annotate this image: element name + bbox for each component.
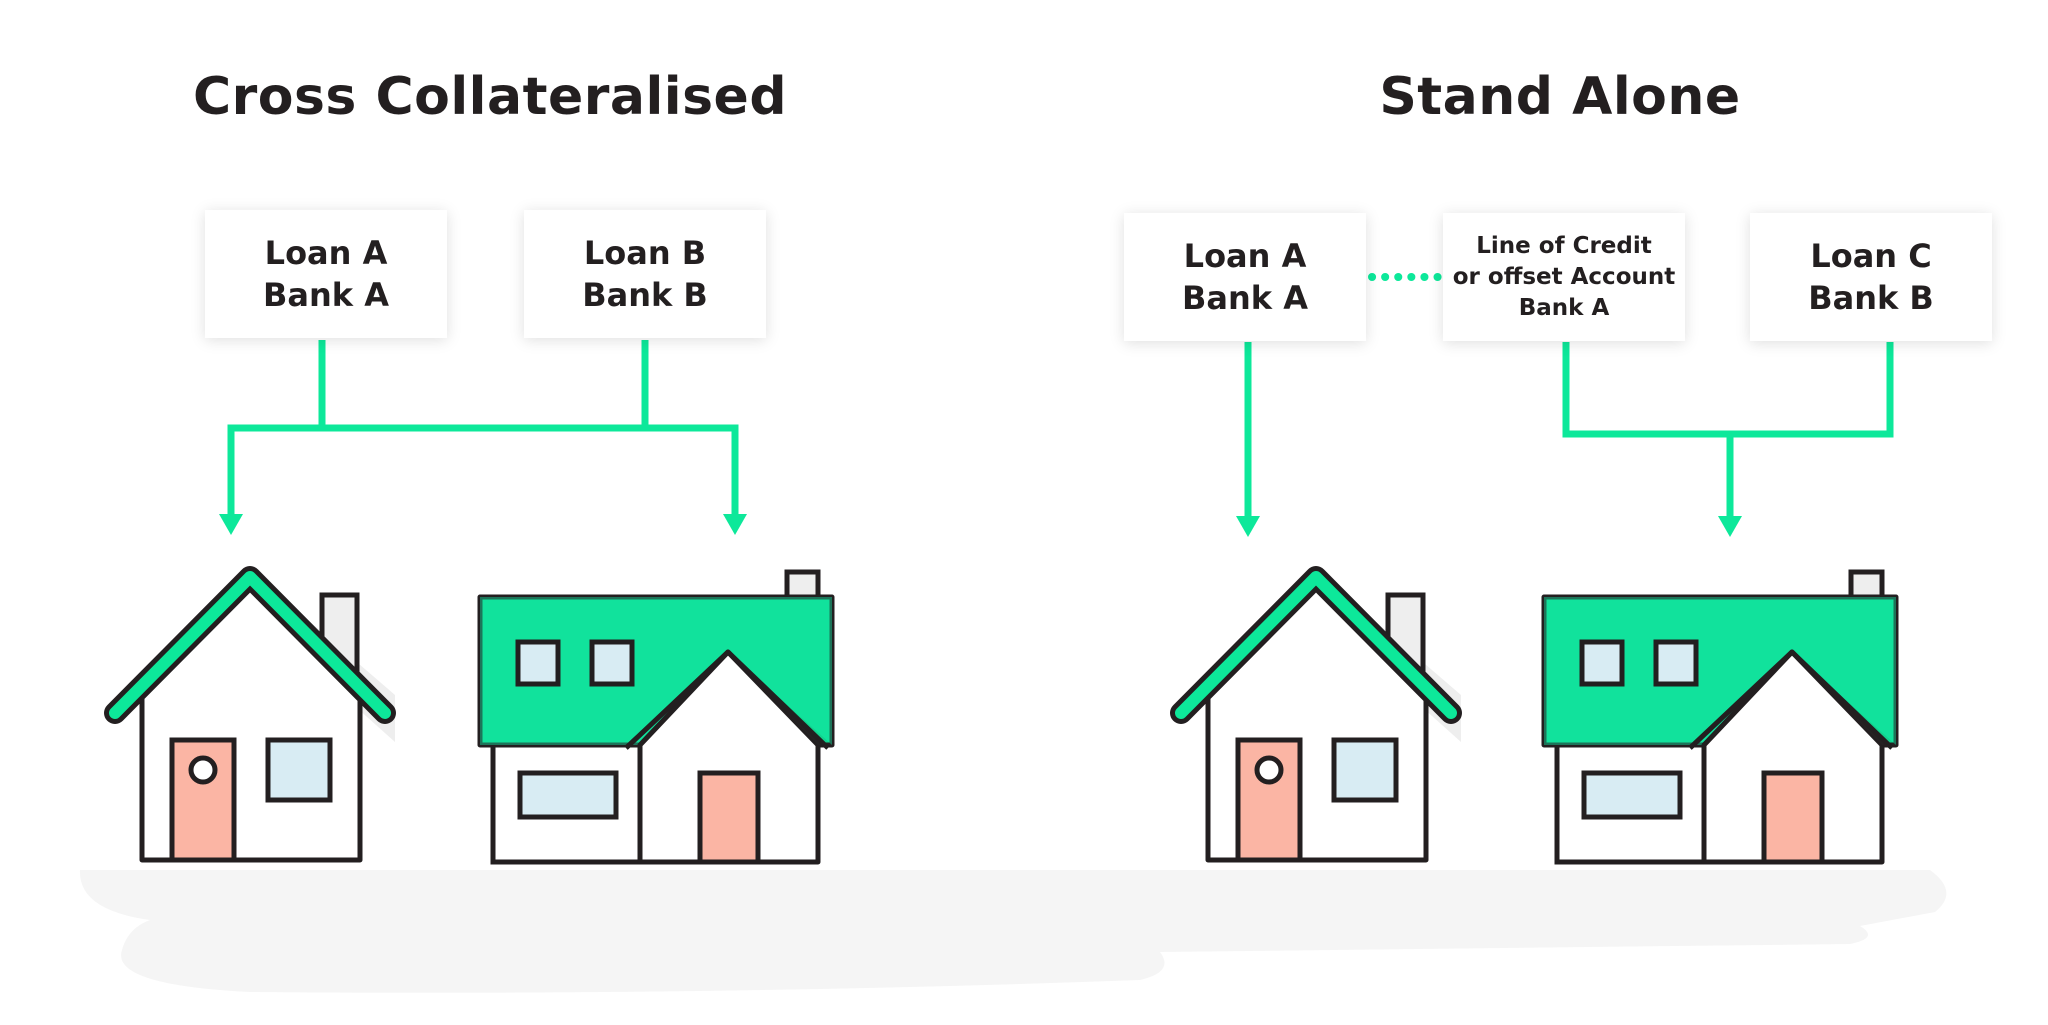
line-of-credit-card: Line of Credit or offset Account Bank A <box>1443 213 1685 341</box>
title-cross-collateralised: Cross Collateralised <box>192 67 788 127</box>
card-line: Bank B <box>1808 279 1934 317</box>
card-line: Bank A <box>263 276 389 314</box>
card-line: Bank B <box>582 276 708 314</box>
card-line: Bank A <box>1518 294 1610 321</box>
loan-card-cross-b: Loan B Bank B <box>524 210 766 338</box>
loan-card-cross-a: Loan A Bank A <box>205 210 447 338</box>
loan-card-standalone-a: Loan A Bank A <box>1124 213 1366 341</box>
house-icon <box>1544 572 1896 862</box>
card-line: Loan B <box>583 234 707 272</box>
arrow-down-icon <box>219 514 243 535</box>
title-stand-alone: Stand Alone <box>1379 67 1741 127</box>
stand-alone-connectors <box>1244 342 1894 518</box>
card-line: Bank A <box>1182 279 1308 317</box>
cross-connectors <box>227 340 739 516</box>
card-line: Line of Credit <box>1476 232 1652 259</box>
house-icon <box>480 572 832 862</box>
arrow-down-icon <box>1718 516 1742 537</box>
card-line: Loan C <box>1810 237 1932 275</box>
card-line: or offset Account <box>1452 263 1676 290</box>
loan-card-standalone-c: Loan C Bank B <box>1750 213 1992 341</box>
house-icon <box>1181 570 1461 860</box>
arrow-down-icon <box>723 514 747 535</box>
card-line: Loan A <box>264 234 388 272</box>
ground-shadow <box>79 870 1947 993</box>
arrow-down-icon <box>1236 516 1260 537</box>
card-line: Loan A <box>1183 237 1307 275</box>
house-icon <box>115 570 395 860</box>
